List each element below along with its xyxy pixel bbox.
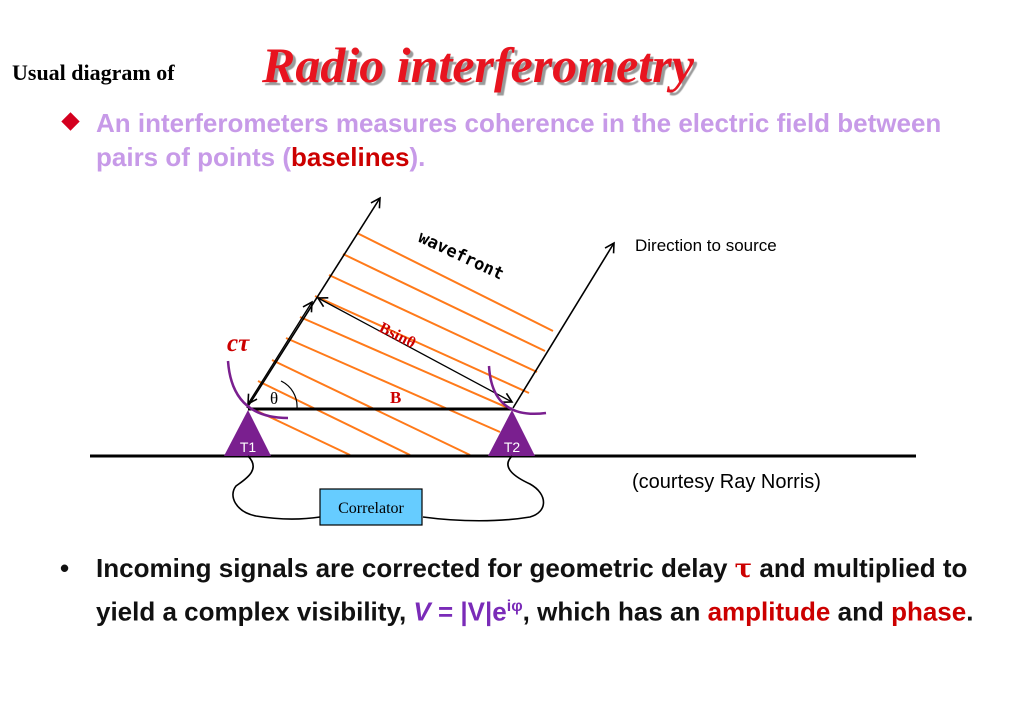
bullet-coherence-text: An interferometers measures coherence in… [96,106,956,174]
exponent-term: iφ [506,598,523,615]
bullet-visibility-text: Incoming signals are corrected for geome… [96,550,976,631]
bullet-text-start: An interferometers measures coherence in… [96,108,942,172]
t1-dish-icon [226,360,289,420]
t2-label: T2 [504,439,521,455]
baseline-label: B [390,388,401,407]
abs-v-term: |V|e [460,596,507,627]
wavefront-line [328,274,538,373]
ctau-label: cτ [227,330,250,357]
baselines-highlight: baselines [291,142,410,172]
bsin-theta-arrow [316,297,514,403]
theta-label: θ [270,389,278,408]
wavefront-line [342,253,546,352]
wavefront-label: wavefront [415,227,507,284]
bullet-text-end: ). [409,142,426,172]
telescope-t1-icon [224,410,271,456]
t2-dish-icon [487,365,547,416]
t1-label: T1 [240,439,257,455]
text-part1: Incoming signals are corrected for geome… [96,553,735,583]
courtesy-label: (courtesy Ray Norris) [632,471,821,493]
direction-to-source-label: Direction to source [635,236,777,255]
bullet-dot-icon: • [60,553,70,583]
bsin-theta-label: Bsinθ [376,319,418,352]
text-part3: , which has an [522,596,708,627]
cable-t1 [232,455,321,520]
text-part4: and [830,596,892,627]
slide-title: Radio interferometry [262,37,694,93]
equals-sign: = [430,596,461,627]
v-symbol: V [413,596,431,627]
text-part2: and multiplied to yield a complex visibi… [96,553,968,627]
wavefront-line [356,232,554,332]
amplitude-highlight: amplitude [707,596,831,627]
telescope-t2-icon [488,410,535,456]
tau-symbol: τ [734,554,753,584]
theta-angle-arc [280,380,298,409]
ctau-delay-arrow [247,300,313,406]
source-direction-arrow-t1 [246,196,381,409]
phase-highlight: phase [891,596,967,627]
source-direction-arrow-t2 [512,241,615,409]
slide-subtitle: Usual diagram of [12,60,175,85]
cable-t2 [422,455,545,522]
text-part5: . [966,596,974,627]
correlator-box [319,488,423,526]
wavefront-line [314,295,530,394]
correlator-label: Correlator [338,500,404,517]
